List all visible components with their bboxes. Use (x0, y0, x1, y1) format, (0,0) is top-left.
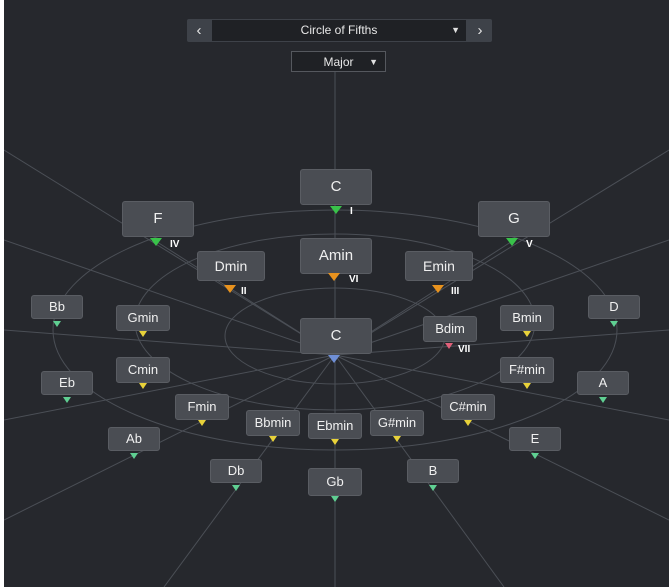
mode-selector-value: Major (323, 55, 354, 69)
chord-button-bmin[interactable]: Bmin (500, 305, 554, 331)
ring-marker-icon (531, 453, 539, 459)
chord-button-ebmin[interactable]: Ebmin (308, 413, 362, 439)
ring-marker-icon (523, 331, 531, 337)
next-view-button[interactable]: › (477, 22, 483, 39)
degree-marker-icon (224, 285, 236, 293)
chevron-down-icon: ▼ (451, 25, 460, 35)
chord-button-f[interactable]: F (122, 201, 194, 237)
chord-button-bb[interactable]: Bb (31, 295, 83, 319)
chevron-down-icon: ▼ (369, 57, 378, 67)
center-marker-icon (328, 355, 340, 363)
degree-label: I (350, 206, 353, 217)
view-selector-value: Circle of Fifths (300, 23, 378, 37)
chord-button-e[interactable]: E (509, 427, 561, 451)
degree-label: III (451, 286, 460, 297)
ring-marker-icon (130, 453, 138, 459)
degree-marker-icon (330, 206, 342, 214)
chord-button-ab[interactable]: Ab (108, 427, 160, 451)
chord-button-bdim[interactable]: Bdim (423, 316, 477, 342)
chord-button-emin[interactable]: Emin (405, 251, 473, 281)
chord-button-c[interactable]: C (300, 169, 372, 205)
chord-button-fsharpmin[interactable]: F#min (500, 357, 554, 383)
chord-button-g[interactable]: G (478, 201, 550, 237)
chord-button-a[interactable]: A (577, 371, 629, 395)
circle-of-fifths-panel: ‹ Circle of Fifths ▼ › Major ▼ C I F IV … (4, 0, 669, 587)
view-selector-dropdown[interactable]: Circle of Fifths ▼ (212, 20, 466, 41)
ring-marker-icon (63, 397, 71, 403)
degree-marker-icon (445, 343, 453, 349)
degree-label: VI (349, 274, 359, 285)
degree-label: IV (170, 239, 180, 250)
ring-marker-icon (139, 331, 147, 337)
ring-marker-icon (331, 439, 339, 445)
previous-view-button[interactable]: ‹ (196, 22, 202, 39)
center-chord-button[interactable]: C (300, 318, 372, 354)
mode-selector-dropdown[interactable]: Major ▼ (291, 51, 386, 72)
chord-button-dmin[interactable]: Dmin (197, 251, 265, 281)
ring-marker-icon (429, 485, 437, 491)
ring-marker-icon (523, 383, 531, 389)
chord-button-csharpmin[interactable]: C#min (441, 394, 495, 420)
ring-marker-icon (464, 420, 472, 426)
chord-button-d[interactable]: D (588, 295, 640, 319)
ring-marker-icon (139, 383, 147, 389)
ring-marker-icon (269, 436, 277, 442)
ring-marker-icon (599, 397, 607, 403)
degree-marker-icon (328, 273, 340, 281)
degree-label: VII (458, 344, 471, 355)
chord-button-amin[interactable]: Amin (300, 238, 372, 274)
chord-button-b[interactable]: B (407, 459, 459, 483)
ring-marker-icon (232, 485, 240, 491)
degree-marker-icon (432, 285, 444, 293)
ring-marker-icon (610, 321, 618, 327)
chord-button-gsharpmin[interactable]: G#min (370, 410, 424, 436)
ring-marker-icon (393, 436, 401, 442)
ring-marker-icon (331, 496, 339, 502)
chord-button-eb[interactable]: Eb (41, 371, 93, 395)
chord-button-gmin[interactable]: Gmin (116, 305, 170, 331)
chord-button-db[interactable]: Db (210, 459, 262, 483)
degree-marker-icon (506, 238, 518, 246)
degree-marker-icon (150, 238, 162, 246)
chord-button-fmin[interactable]: Fmin (175, 394, 229, 420)
degree-label: V (526, 239, 533, 250)
view-selector-bar: ‹ Circle of Fifths ▼ › (187, 19, 492, 42)
ring-marker-icon (198, 420, 206, 426)
degree-label: II (241, 286, 247, 297)
chord-button-cmin[interactable]: Cmin (116, 357, 170, 383)
chord-button-gb[interactable]: Gb (308, 468, 362, 496)
ring-marker-icon (53, 321, 61, 327)
circle-guide-lines (4, 72, 669, 587)
chord-button-bbmin[interactable]: Bbmin (246, 410, 300, 436)
